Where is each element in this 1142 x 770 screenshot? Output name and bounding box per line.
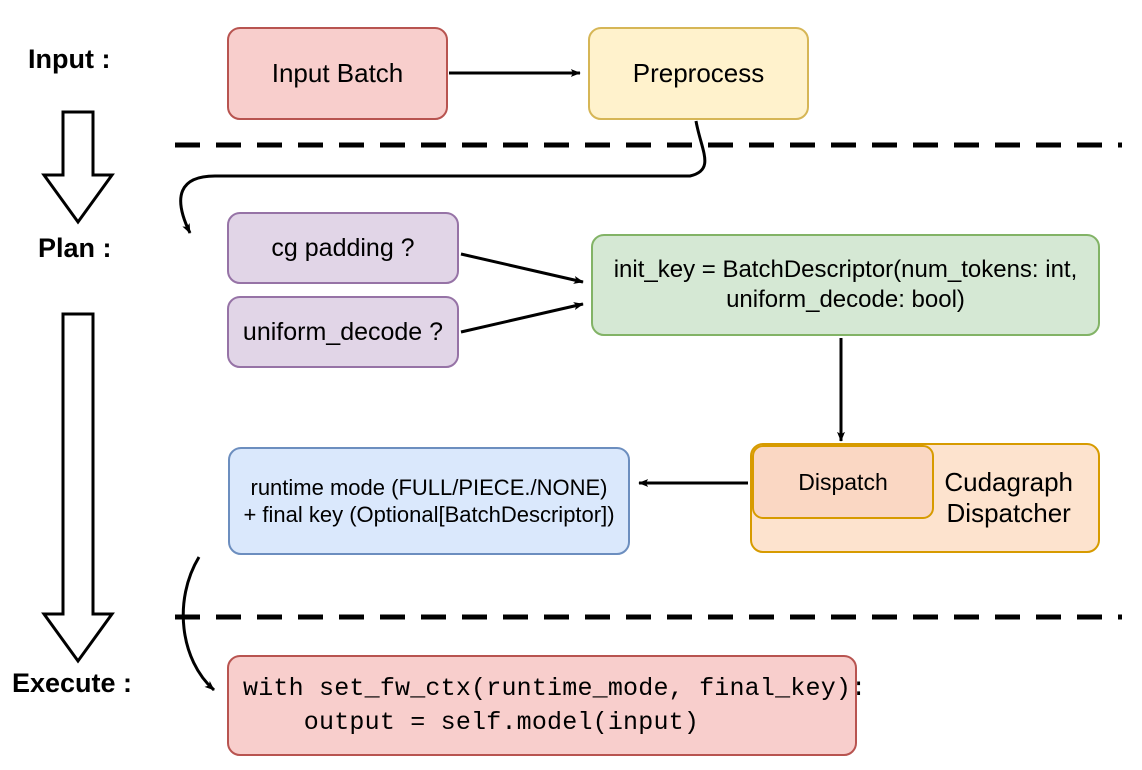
plan-to-execute-arrow — [41, 312, 115, 664]
stage-label-input: Input : — [28, 44, 111, 74]
node-runtime-mode[interactable]: runtime mode (FULL/PIECE./NONE) + final … — [228, 447, 630, 555]
edge-cg-padding-to-init-key — [460, 252, 584, 284]
node-preprocess[interactable]: Preprocess — [588, 27, 809, 120]
node-uniform-decode[interactable]: uniform_decode ? — [227, 296, 459, 368]
node-execute-code[interactable]: with set_fw_ctx(runtime_mode, final_key)… — [227, 655, 866, 756]
edge-runtime-mode-to-execute-code — [181, 556, 215, 692]
node-init-key[interactable]: init_key = BatchDescriptor(num_tokens: i… — [591, 234, 1100, 336]
stage-label-execute: Execute : — [12, 668, 133, 698]
stage-label-plan: Plan : — [38, 233, 112, 263]
input-to-plan-arrow — [41, 110, 115, 225]
node-dispatch[interactable]: Dispatch — [752, 445, 934, 519]
node-cg-padding[interactable]: cg padding ? — [227, 212, 459, 284]
edge-uniform-decode-to-init-key — [460, 302, 584, 334]
node-input-batch[interactable]: Input Batch — [227, 27, 448, 120]
